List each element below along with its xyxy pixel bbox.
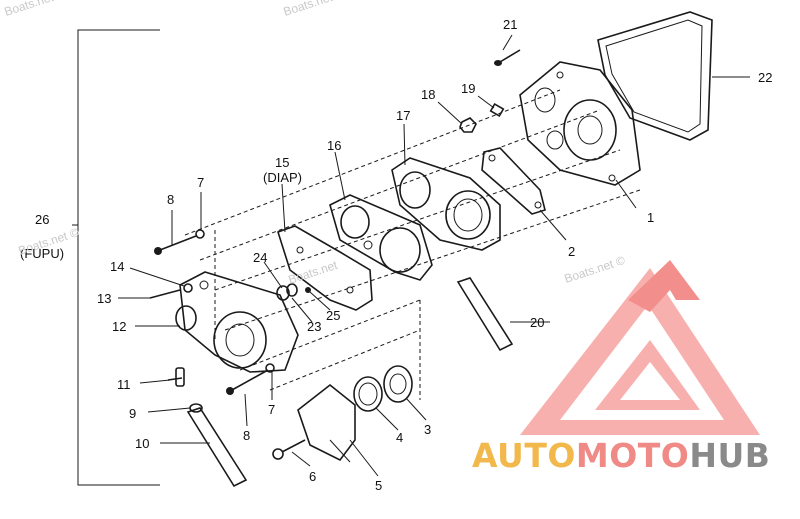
callout-5: 5 [375, 478, 382, 493]
callout-20: 20 [530, 315, 544, 330]
part-19-pin [489, 102, 505, 118]
part-3-filter [383, 365, 413, 403]
watermark-top-mid: Boats.net © [282, 0, 346, 19]
callout-18: 18 [421, 87, 435, 102]
group-label-number: 26 [35, 212, 49, 227]
callout-3: 3 [424, 422, 431, 437]
callout-8-upper: 8 [167, 192, 174, 207]
callout-7-upper: 7 [197, 175, 204, 190]
callout-21: 21 [503, 17, 517, 32]
part-21-screw [494, 49, 521, 66]
part-7-washer-lower [265, 363, 275, 373]
callout-16: 16 [327, 138, 341, 153]
part-25-ball [305, 287, 311, 293]
leader-lines [118, 34, 750, 477]
callout-7-lower: 7 [268, 402, 275, 417]
watermark-top-left: Boats.net © [3, 0, 67, 19]
callout-12: 12 [112, 319, 126, 334]
callout-15-sub: (DIAP) [263, 170, 302, 185]
logo-word-hub: HUB [689, 436, 771, 475]
part-20-hose [456, 277, 514, 352]
watermarks: Boats.net © Boats.net © Boats.net Boats.… [3, 0, 627, 287]
callout-13: 13 [97, 291, 111, 306]
part-13-screw [149, 289, 181, 299]
part-15-diaphragm [277, 225, 373, 311]
part-2-plate [481, 147, 546, 215]
group-label-code: (FUPU) [20, 246, 64, 261]
logo-word-moto: MOTO [575, 436, 690, 475]
callout-labels: 1 2 3 4 5 6 7 7 8 8 9 10 11 12 13 14 15 … [20, 17, 772, 493]
callout-24: 24 [253, 250, 267, 265]
callout-9: 9 [129, 406, 136, 421]
part-11-fitting [167, 367, 185, 387]
callout-2: 2 [568, 244, 575, 259]
part-18-nut [459, 117, 477, 133]
callout-22: 22 [758, 70, 772, 85]
part-12-pump-body [175, 271, 299, 373]
logo-word-auto: AUTO [472, 436, 576, 475]
part-5-cap [297, 383, 356, 463]
part-10-hose [186, 407, 248, 488]
callout-1: 1 [647, 210, 654, 225]
automotohub-logo: AUTOMOTOHUB [472, 436, 770, 475]
callout-10: 10 [135, 436, 149, 451]
part-4-inner [358, 382, 378, 406]
callout-25: 25 [326, 308, 340, 323]
part-4-gasket [353, 376, 383, 412]
callout-14: 14 [110, 259, 124, 274]
callout-11: 11 [117, 377, 131, 392]
callout-8-lower: 8 [243, 428, 250, 443]
part-3-inner [389, 373, 407, 395]
part-17-housing [391, 157, 501, 251]
callout-4: 4 [396, 430, 403, 445]
group-bracket [77, 29, 160, 486]
part-6-screw [272, 439, 306, 460]
callout-19: 19 [461, 81, 475, 96]
callout-17: 17 [396, 108, 410, 123]
automotohub-logo-mark [520, 260, 760, 435]
part-8-bolt-upper [154, 235, 197, 255]
callout-23: 23 [307, 319, 321, 334]
part-16-gasket [329, 194, 433, 281]
callout-15: 15 [275, 155, 289, 170]
part-22-inner-edge [605, 19, 703, 133]
part-1-pump-body [519, 61, 641, 186]
part-14-washer [183, 283, 193, 293]
callout-6: 6 [309, 469, 316, 484]
part-24-oring-2 [286, 283, 298, 297]
part-8-bolt-lower [226, 369, 269, 395]
part-7-washer-upper [195, 229, 205, 239]
